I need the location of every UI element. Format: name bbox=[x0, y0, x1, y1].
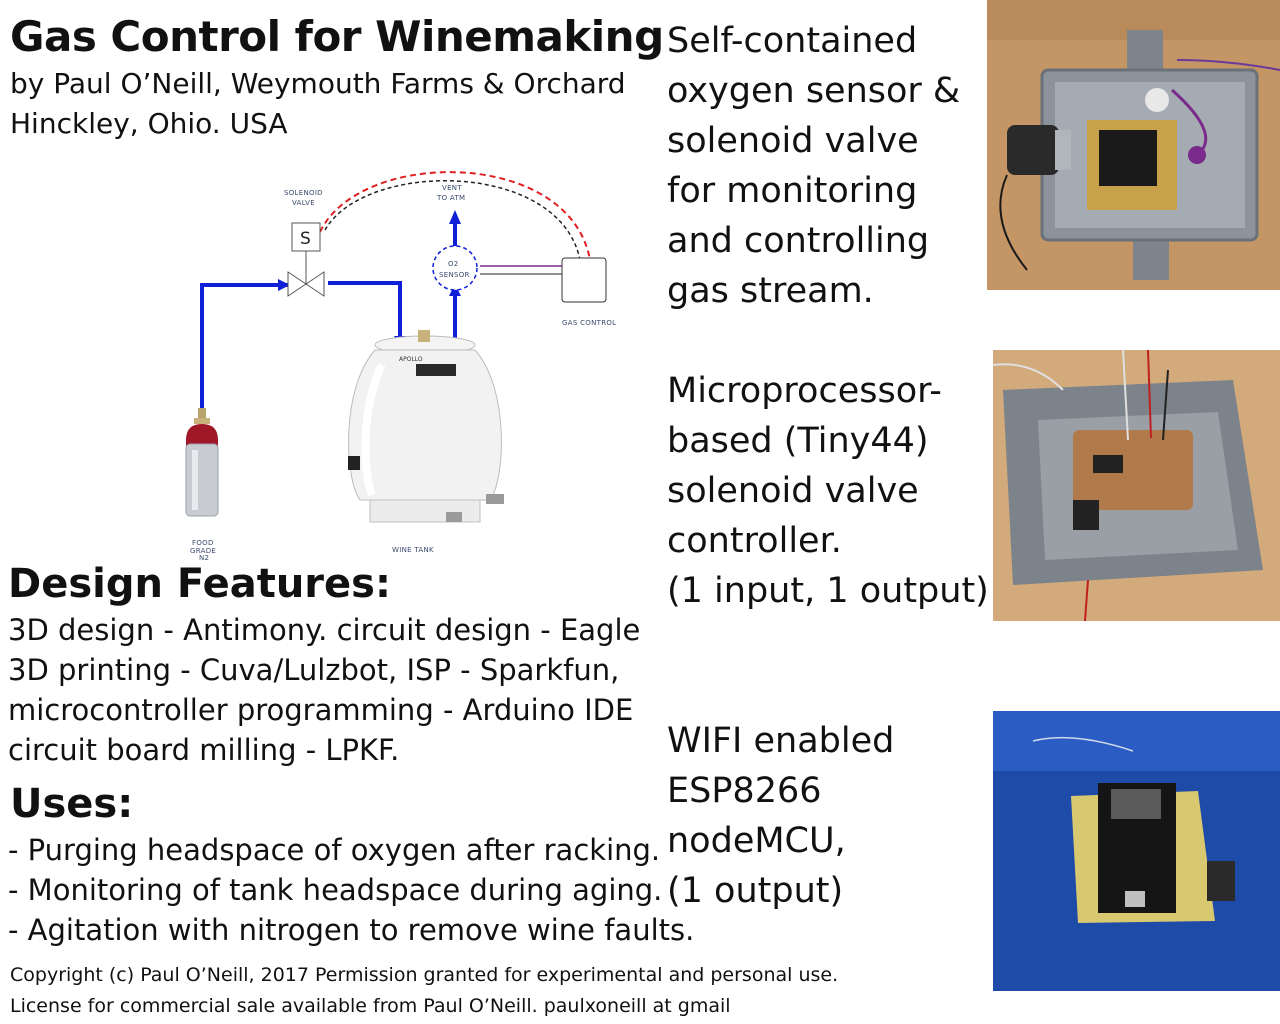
tank-outlet-valve bbox=[486, 494, 504, 504]
wine-tank-label bbox=[416, 364, 456, 376]
design-features-heading: Design Features: bbox=[8, 561, 391, 607]
controller-photo bbox=[993, 350, 1280, 621]
use-item: - Monitoring of tank headspace during ag… bbox=[8, 873, 663, 907]
byline: by Paul O’Neill, Weymouth Farms & Orchar… bbox=[10, 64, 626, 144]
design-feature-item: microcontroller programming - Arduino ID… bbox=[8, 693, 634, 727]
enclosure-photo-art bbox=[987, 0, 1280, 290]
solenoid-symbol: S bbox=[300, 229, 311, 249]
wifi-line: (1 output) bbox=[667, 871, 844, 911]
label-sensor: SENSOR bbox=[439, 271, 470, 279]
control-wire-black bbox=[324, 180, 581, 261]
byline-author: by Paul O’Neill, Weymouth Farms & Orchar… bbox=[10, 67, 626, 100]
n2-valve-stem bbox=[198, 408, 206, 422]
tank-brand: APOLLO bbox=[399, 356, 423, 363]
label-wine-tank: WINE TANK bbox=[392, 546, 434, 554]
solenoid-box bbox=[291, 222, 321, 252]
vent-arrow bbox=[449, 210, 461, 224]
label-n2: N2 bbox=[199, 554, 209, 560]
microprocessor-line: controller. bbox=[667, 521, 842, 561]
label-solenoid: SOLENOID bbox=[284, 189, 323, 197]
nodemcu-photo bbox=[993, 711, 1280, 991]
n2-cylinder-red bbox=[186, 424, 218, 446]
valve-body-icon bbox=[287, 271, 325, 297]
tank-side-valve bbox=[348, 456, 360, 470]
wifi-line: WIFI enabled bbox=[667, 721, 895, 761]
sensor-valve-description: Self-contained oxygen sensor & solenoid … bbox=[667, 16, 960, 316]
copyright-line: Copyright (c) Paul O’Neill, 2017 Permiss… bbox=[10, 964, 839, 986]
microprocessor-description: Microprocessor- based (Tiny44) solenoid … bbox=[667, 366, 989, 616]
copyright-notice: Copyright (c) Paul O’Neill, 2017 Permiss… bbox=[10, 960, 838, 1022]
design-feature-item: circuit board milling - LPKF. bbox=[8, 733, 400, 767]
gas-control-diagram: SOLENOID VALVE S VENT TO ATM O2 SENSOR G… bbox=[185, 171, 616, 560]
label-vent: VENT bbox=[442, 184, 462, 192]
gas-control-box bbox=[561, 257, 607, 303]
design-feature-item: 3D printing - Cuva/Lulzbot, ISP - Sparkf… bbox=[8, 653, 620, 687]
use-item: - Agitation with nitrogen to remove wine… bbox=[8, 913, 695, 947]
label-to-atm: TO ATM bbox=[436, 194, 465, 202]
controller-photo-art bbox=[993, 350, 1280, 621]
microprocessor-line: solenoid valve bbox=[667, 471, 919, 511]
wifi-line: ESP8266 bbox=[667, 771, 822, 811]
o2-sensor-icon bbox=[432, 245, 478, 291]
sensor-valve-line: Self-contained bbox=[667, 21, 918, 61]
page-title: Gas Control for Winemaking bbox=[10, 12, 664, 61]
label-o2: O2 bbox=[448, 260, 459, 268]
enclosure-photo bbox=[987, 0, 1280, 290]
sensor-valve-line: oxygen sensor & bbox=[667, 71, 961, 111]
uses-heading: Uses: bbox=[10, 781, 134, 827]
use-item: - Purging headspace of oxygen after rack… bbox=[8, 833, 661, 867]
n2-supply-pipe bbox=[200, 283, 288, 412]
design-feature-item: 3D design - Antimony. circuit design - E… bbox=[8, 613, 641, 647]
sensor-valve-line: gas stream. bbox=[667, 271, 874, 311]
microprocessor-line: (1 input, 1 output) bbox=[667, 571, 989, 611]
uses-list: - Purging headspace of oxygen after rack… bbox=[8, 830, 694, 950]
label-valve: VALVE bbox=[292, 199, 315, 207]
sensor-valve-line: and controlling bbox=[667, 221, 930, 261]
license-line: License for commercial sale available fr… bbox=[10, 995, 731, 1017]
design-features-list: 3D design - Antimony. circuit design - E… bbox=[8, 610, 640, 770]
n2-arrow bbox=[278, 279, 290, 291]
control-wire-red bbox=[319, 171, 591, 261]
nodemcu-photo-art bbox=[993, 711, 1280, 991]
sensor-valve-line: for monitoring bbox=[667, 171, 918, 211]
byline-location: Hinckley, Ohio. USA bbox=[10, 107, 288, 140]
valve-to-tank-pipe bbox=[328, 281, 402, 342]
wifi-description: WIFI enabled ESP8266 nodeMCU, (1 output) bbox=[667, 716, 894, 916]
wifi-line: nodeMCU, bbox=[667, 821, 846, 861]
sensor-valve-line: solenoid valve bbox=[667, 121, 919, 161]
label-food: FOOD bbox=[192, 539, 214, 547]
label-gas-control: GAS CONTROL bbox=[562, 319, 616, 327]
microprocessor-line: based (Tiny44) bbox=[667, 421, 929, 461]
n2-cylinder-body bbox=[185, 443, 219, 517]
label-grade: GRADE bbox=[190, 547, 216, 555]
microprocessor-line: Microprocessor- bbox=[667, 371, 942, 411]
